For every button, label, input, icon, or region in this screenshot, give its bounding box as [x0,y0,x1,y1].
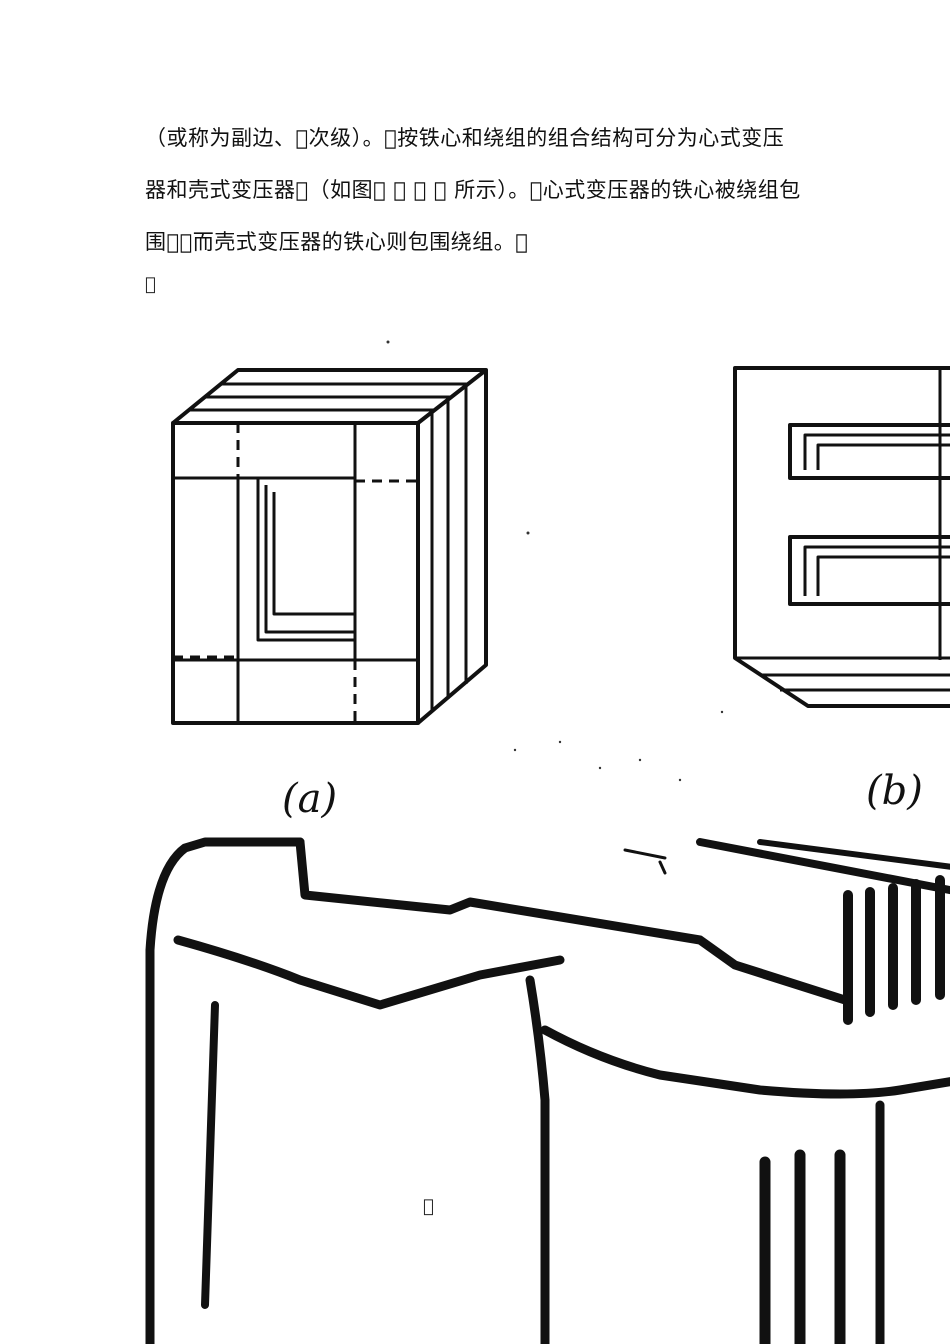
figure-a-core-type [171,368,488,725]
figure-b-caption: (b) [866,768,923,814]
figure-large-transformer [145,837,950,1344]
figure-a-caption: (a) [282,776,337,822]
figure-b-shell-type [733,366,950,708]
body-paragraph: （或称为副边、􏿿次级）。􏿿按铁心和绕组的组合结构可分为心式变压 器和壳式变压器􏿿… [145,112,845,268]
paragraph-line-3: 围􏿿，而壳式变压器的铁心则包围绕组。􏿿 [145,230,529,254]
paragraph-line-1: （或称为副边、􏿿次级）。􏿿按铁心和绕组的组合结构可分为心式变压 [145,126,785,150]
blank-figure-marker: 􏿿 [423,1196,434,1217]
paragraph-line-2: 器和壳式变压器􏿿（如图􏿿 􏿿 􏿿 􏿿 所示）。􏿿心式变压器的铁心被绕组包 [145,178,801,202]
blank-paragraph-marker: 􏿿 [145,274,156,295]
scan-noise [386,340,724,782]
